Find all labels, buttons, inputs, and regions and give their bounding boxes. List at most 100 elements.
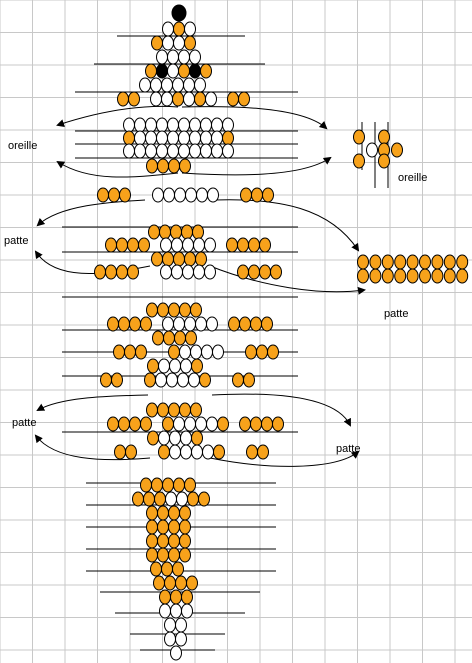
orange-bead — [190, 302, 202, 318]
orange-bead — [173, 477, 185, 493]
orange-bead — [357, 254, 369, 270]
white-bead — [167, 130, 179, 146]
white-bead — [155, 372, 167, 388]
orange-bead — [108, 187, 120, 203]
orange-bead — [184, 35, 196, 51]
orange-bead — [419, 268, 431, 284]
orange-bead — [217, 416, 229, 432]
white-bead — [184, 316, 196, 332]
orange-bead — [187, 491, 199, 507]
white-bead — [200, 143, 212, 159]
black-bead — [189, 63, 201, 79]
white-bead — [134, 117, 146, 133]
white-bead — [184, 21, 196, 37]
orange-bead — [162, 477, 174, 493]
orange-bead — [443, 254, 456, 270]
paw-upper-left-curve — [36, 199, 146, 227]
orange-bead — [381, 254, 394, 270]
white-bead — [201, 344, 213, 360]
label-paw-lower-left: patte — [12, 417, 36, 429]
white-bead — [185, 187, 197, 203]
orange-bead — [186, 575, 198, 591]
orange-bead — [406, 268, 419, 284]
white-bead — [189, 49, 201, 65]
white-bead — [164, 631, 176, 647]
black-bead — [156, 63, 168, 79]
white-bead — [212, 344, 224, 360]
white-bead — [177, 372, 189, 388]
orange-bead — [146, 519, 158, 535]
orange-bead — [378, 153, 390, 169]
white-bead — [159, 603, 171, 619]
white-bead — [204, 237, 216, 253]
orange-bead — [181, 224, 193, 240]
connector-curves — [34, 105, 366, 467]
orange-bead — [127, 264, 139, 280]
white-bead — [150, 77, 162, 93]
white-bead — [194, 77, 206, 93]
orange-bead — [239, 416, 251, 432]
white-bead — [167, 143, 179, 159]
white-bead — [139, 77, 151, 93]
white-bead — [163, 187, 175, 203]
orange-bead — [146, 302, 158, 318]
white-bead — [145, 143, 157, 159]
white-bead — [166, 372, 178, 388]
white-bead — [178, 143, 190, 159]
label-paw-upper-right: patte — [384, 308, 408, 320]
white-bead — [175, 617, 187, 633]
orange-bead — [146, 402, 158, 418]
orange-bead — [168, 402, 180, 418]
white-bead — [167, 63, 179, 79]
white-bead — [156, 49, 168, 65]
orange-bead — [127, 237, 139, 253]
orange-bead — [257, 444, 269, 460]
orange-bead — [140, 416, 152, 432]
white-bead — [174, 187, 186, 203]
white-bead — [167, 49, 179, 65]
orange-bead — [406, 254, 419, 270]
white-bead — [160, 264, 172, 280]
orange-bead — [270, 264, 282, 280]
ear-right-lower-curve — [181, 156, 332, 176]
orange-bead — [163, 330, 175, 346]
orange-bead — [125, 444, 137, 460]
paw-upper-right-curve — [214, 199, 360, 252]
white-bead — [189, 117, 201, 133]
white-bead — [173, 416, 185, 432]
orange-bead — [159, 224, 171, 240]
white-bead — [164, 617, 176, 633]
orange-bead — [227, 91, 239, 107]
white-bead — [193, 264, 205, 280]
orange-bead — [157, 533, 169, 549]
orange-bead — [168, 344, 180, 360]
orange-bead — [146, 547, 158, 563]
white-bead — [211, 130, 223, 146]
orange-bead — [107, 416, 119, 432]
white-bead — [366, 142, 378, 158]
white-bead — [188, 372, 200, 388]
white-bead — [191, 444, 203, 460]
orange-bead — [391, 142, 403, 158]
orange-bead — [158, 444, 170, 460]
orange-bead — [119, 187, 131, 203]
white-bead — [190, 344, 202, 360]
orange-bead — [107, 316, 119, 332]
white-bead — [123, 143, 135, 159]
orange-bead — [175, 575, 187, 591]
orange-bead — [250, 316, 262, 332]
white-bead — [158, 358, 170, 374]
orange-bead — [132, 491, 144, 507]
orange-bead — [261, 316, 273, 332]
beads — [94, 4, 469, 661]
white-bead — [184, 416, 196, 432]
orange-bead — [143, 491, 155, 507]
white-bead — [206, 316, 218, 332]
orange-bead — [178, 63, 190, 79]
white-bead — [183, 91, 195, 107]
white-bead — [156, 143, 168, 159]
orange-bead — [194, 91, 206, 107]
orange-bead — [168, 547, 180, 563]
orange-bead — [151, 477, 163, 493]
orange-bead — [222, 130, 234, 146]
